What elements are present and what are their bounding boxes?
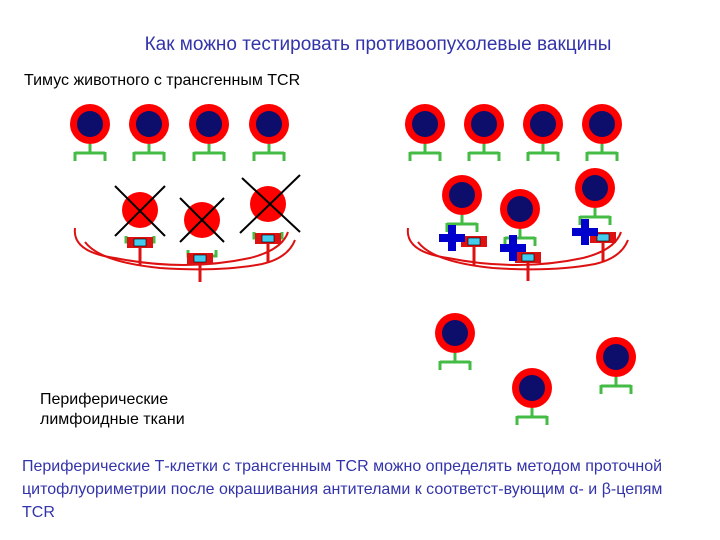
page-title: Как можно тестировать противоопухолевые … xyxy=(144,34,612,55)
tcell xyxy=(433,311,477,372)
peripheral-label-line2: лимфоидные ткани xyxy=(40,411,185,428)
deleted-cell xyxy=(114,185,166,268)
tcell xyxy=(68,102,112,163)
tcell xyxy=(498,187,542,248)
apc-left xyxy=(73,227,296,271)
tcell xyxy=(573,166,617,227)
caption-text: Периферические Т-клетки с трансгенным TC… xyxy=(22,455,692,524)
tcell xyxy=(440,173,484,234)
caption-part3: -цепям TCR xyxy=(22,481,663,521)
deleted-cell xyxy=(239,174,301,264)
tcell xyxy=(187,102,231,163)
tcell xyxy=(521,102,565,163)
tcell xyxy=(127,102,171,163)
tcell xyxy=(580,102,624,163)
alpha-symbol: α xyxy=(569,481,579,498)
peripheral-label-line1: Периферические xyxy=(40,391,169,408)
tcell xyxy=(247,102,291,163)
mhc-peptide xyxy=(185,251,215,284)
peripheral-tcells xyxy=(433,311,638,427)
deleted-cell xyxy=(179,197,225,284)
tcell xyxy=(403,102,447,163)
deleted-cells xyxy=(114,174,301,284)
thymus-tcells-top-row xyxy=(68,102,291,163)
caption-part1: Периферические Т-клетки с трансгенным TC… xyxy=(22,458,663,498)
apc-right xyxy=(406,227,629,271)
tcell xyxy=(510,366,554,427)
peripheral-tissue-label: Периферические лимфоидные ткани xyxy=(40,390,185,430)
tcells-top-row-right xyxy=(403,102,624,163)
tcell xyxy=(594,335,638,396)
plus-icon xyxy=(439,225,465,251)
mhc-peptide xyxy=(513,250,543,283)
tcell xyxy=(462,102,506,163)
beta-symbol: β xyxy=(601,481,611,498)
thymus-label: Тимус животного с трансгенным TCR xyxy=(24,72,301,89)
caption-part2: - и xyxy=(578,481,602,498)
